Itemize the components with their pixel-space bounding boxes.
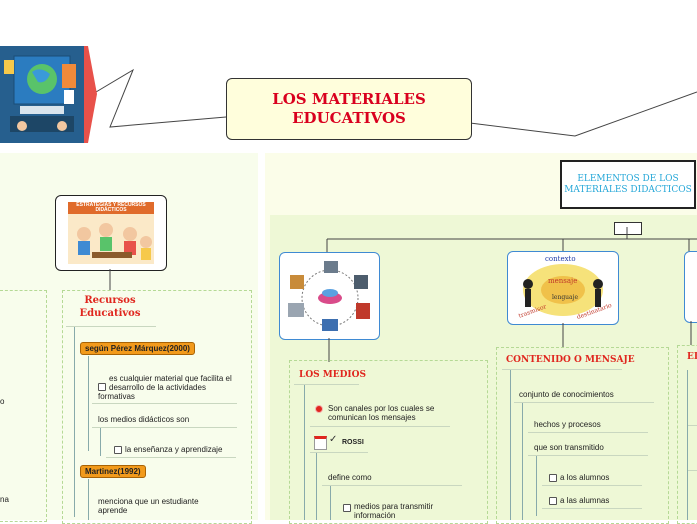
- alumnos-sep: [542, 485, 642, 486]
- conjunto-vline: [522, 403, 523, 520]
- alumnas-text: a las alumnas: [560, 496, 610, 505]
- contexto-label: contexto: [545, 255, 576, 263]
- third-image-node[interactable]: [684, 251, 697, 323]
- education-computer-image: [0, 46, 97, 143]
- perez-def-sep: [92, 403, 237, 404]
- right-branches: [326, 227, 697, 252]
- third-label[interactable]: EL: [687, 352, 697, 362]
- medios-image-node[interactable]: [279, 252, 380, 340]
- elementos-node[interactable]: ELEMENTOS DE LOS MATERIALES DIDACTICOS: [560, 160, 696, 209]
- checkbox-icon: [549, 496, 557, 505]
- medios-underline: [294, 384, 359, 385]
- recursos-label: Recursos Educativos: [79, 295, 141, 319]
- left-fragment-na: na: [0, 495, 9, 504]
- estrategias-caption: ESTRATEGIAS Y RECURSOS DIDÁCTICOS: [76, 202, 146, 213]
- perez-definition[interactable]: es cualquier material que facilita el de…: [98, 374, 233, 401]
- transmitido-vline: [536, 456, 537, 516]
- checkbox-icon: [98, 383, 106, 391]
- medios-connector: [328, 338, 330, 362]
- hechos-sep: [528, 432, 648, 433]
- recursos-vline: [74, 327, 75, 517]
- estrategias-image-node[interactable]: ESTRATEGIAS Y RECURSOS DIDÁCTICOS: [55, 195, 167, 271]
- checkbox-icon: [549, 473, 557, 482]
- alumnas-sep: [542, 508, 642, 509]
- transmitir-item[interactable]: medios para transmitir información: [343, 502, 453, 520]
- martinez-vline: [88, 479, 89, 520]
- define-text[interactable]: define como: [328, 473, 372, 482]
- perez-vline: [88, 356, 89, 451]
- recursos-node[interactable]: Recursos Educativos: [70, 294, 150, 324]
- perez-label[interactable]: según Pérez Márquez(2000): [80, 342, 195, 355]
- ensenanza-item[interactable]: la enseñanza y aprendizaje: [114, 445, 222, 454]
- third-sep-1: [688, 425, 697, 426]
- check-icon: ✓: [329, 434, 338, 445]
- alumnos-item[interactable]: a los alumnos: [549, 473, 609, 482]
- left-outer-dashed: [0, 290, 47, 522]
- conjunto-text[interactable]: conjunto de conocimientos: [519, 390, 614, 399]
- main-title: LOS MATERIALES EDUCATIVOS: [272, 90, 426, 127]
- rossi-label[interactable]: ROSSI: [342, 439, 364, 446]
- transmitido-text[interactable]: que son transmitido: [534, 443, 604, 452]
- medios-label[interactable]: LOS MEDIOS: [299, 370, 366, 380]
- transmitido-sep: [528, 455, 648, 456]
- contenido-underline: [502, 369, 622, 370]
- menciona-text[interactable]: menciona que un estudiante aprende: [98, 497, 199, 515]
- ensenanza-text: la enseñanza y aprendizaje: [125, 445, 223, 454]
- transmitir-text: medios para transmitir información: [354, 502, 434, 520]
- rossi-vline: [316, 453, 317, 520]
- mensaje-label: mensaje: [548, 277, 578, 285]
- hechos-text[interactable]: hechos y procesos: [534, 420, 601, 429]
- rossi-sep: [310, 452, 368, 453]
- third-vline: [687, 370, 688, 520]
- canales-text[interactable]: Son canales por los cuales se comunican …: [328, 404, 435, 422]
- perez-definition-text: es cualquier material que facilita el de…: [98, 374, 232, 401]
- alumnas-item[interactable]: a las alumnas: [549, 496, 609, 505]
- define-vline: [330, 486, 331, 520]
- alumnos-text: a los alumnos: [560, 473, 610, 482]
- checkbox-icon: [343, 504, 351, 512]
- canales-sep: [310, 426, 450, 427]
- third-sep-2: [688, 470, 697, 471]
- medios-son-vline: [100, 428, 101, 456]
- medios-vline: [304, 385, 305, 520]
- calendar-icon: [314, 436, 327, 450]
- contenido-image-node[interactable]: contexto mensaje lenguaje trasmisor dest…: [507, 251, 619, 325]
- conjunto-sep: [514, 402, 654, 403]
- checkbox-icon: [114, 445, 122, 454]
- contenido-label[interactable]: CONTENIDO O MENSAJE: [506, 355, 635, 365]
- elementos-connector-box: [614, 222, 642, 235]
- elementos-label: ELEMENTOS DE LOS MATERIALES DIDACTICOS: [564, 173, 692, 195]
- contenido-vline: [510, 370, 511, 520]
- lenguaje-label: lenguaje: [552, 294, 579, 301]
- medios-didacticos-son[interactable]: los medios didácticos son: [98, 415, 190, 424]
- ensenanza-sep: [106, 457, 236, 458]
- define-sep: [322, 485, 462, 486]
- third-connector: [690, 321, 692, 345]
- martinez-label[interactable]: Martinez(1992): [80, 465, 146, 478]
- top-connectors: [95, 68, 697, 137]
- estrategias-connector: [109, 269, 111, 291]
- left-fragment-o: o: [0, 397, 5, 406]
- red-dot-icon: [315, 405, 323, 413]
- medios-son-sep: [92, 427, 237, 428]
- recursos-underline: [66, 326, 156, 327]
- main-title-node[interactable]: LOS MATERIALES EDUCATIVOS: [226, 78, 472, 140]
- contenido-connector: [562, 323, 564, 347]
